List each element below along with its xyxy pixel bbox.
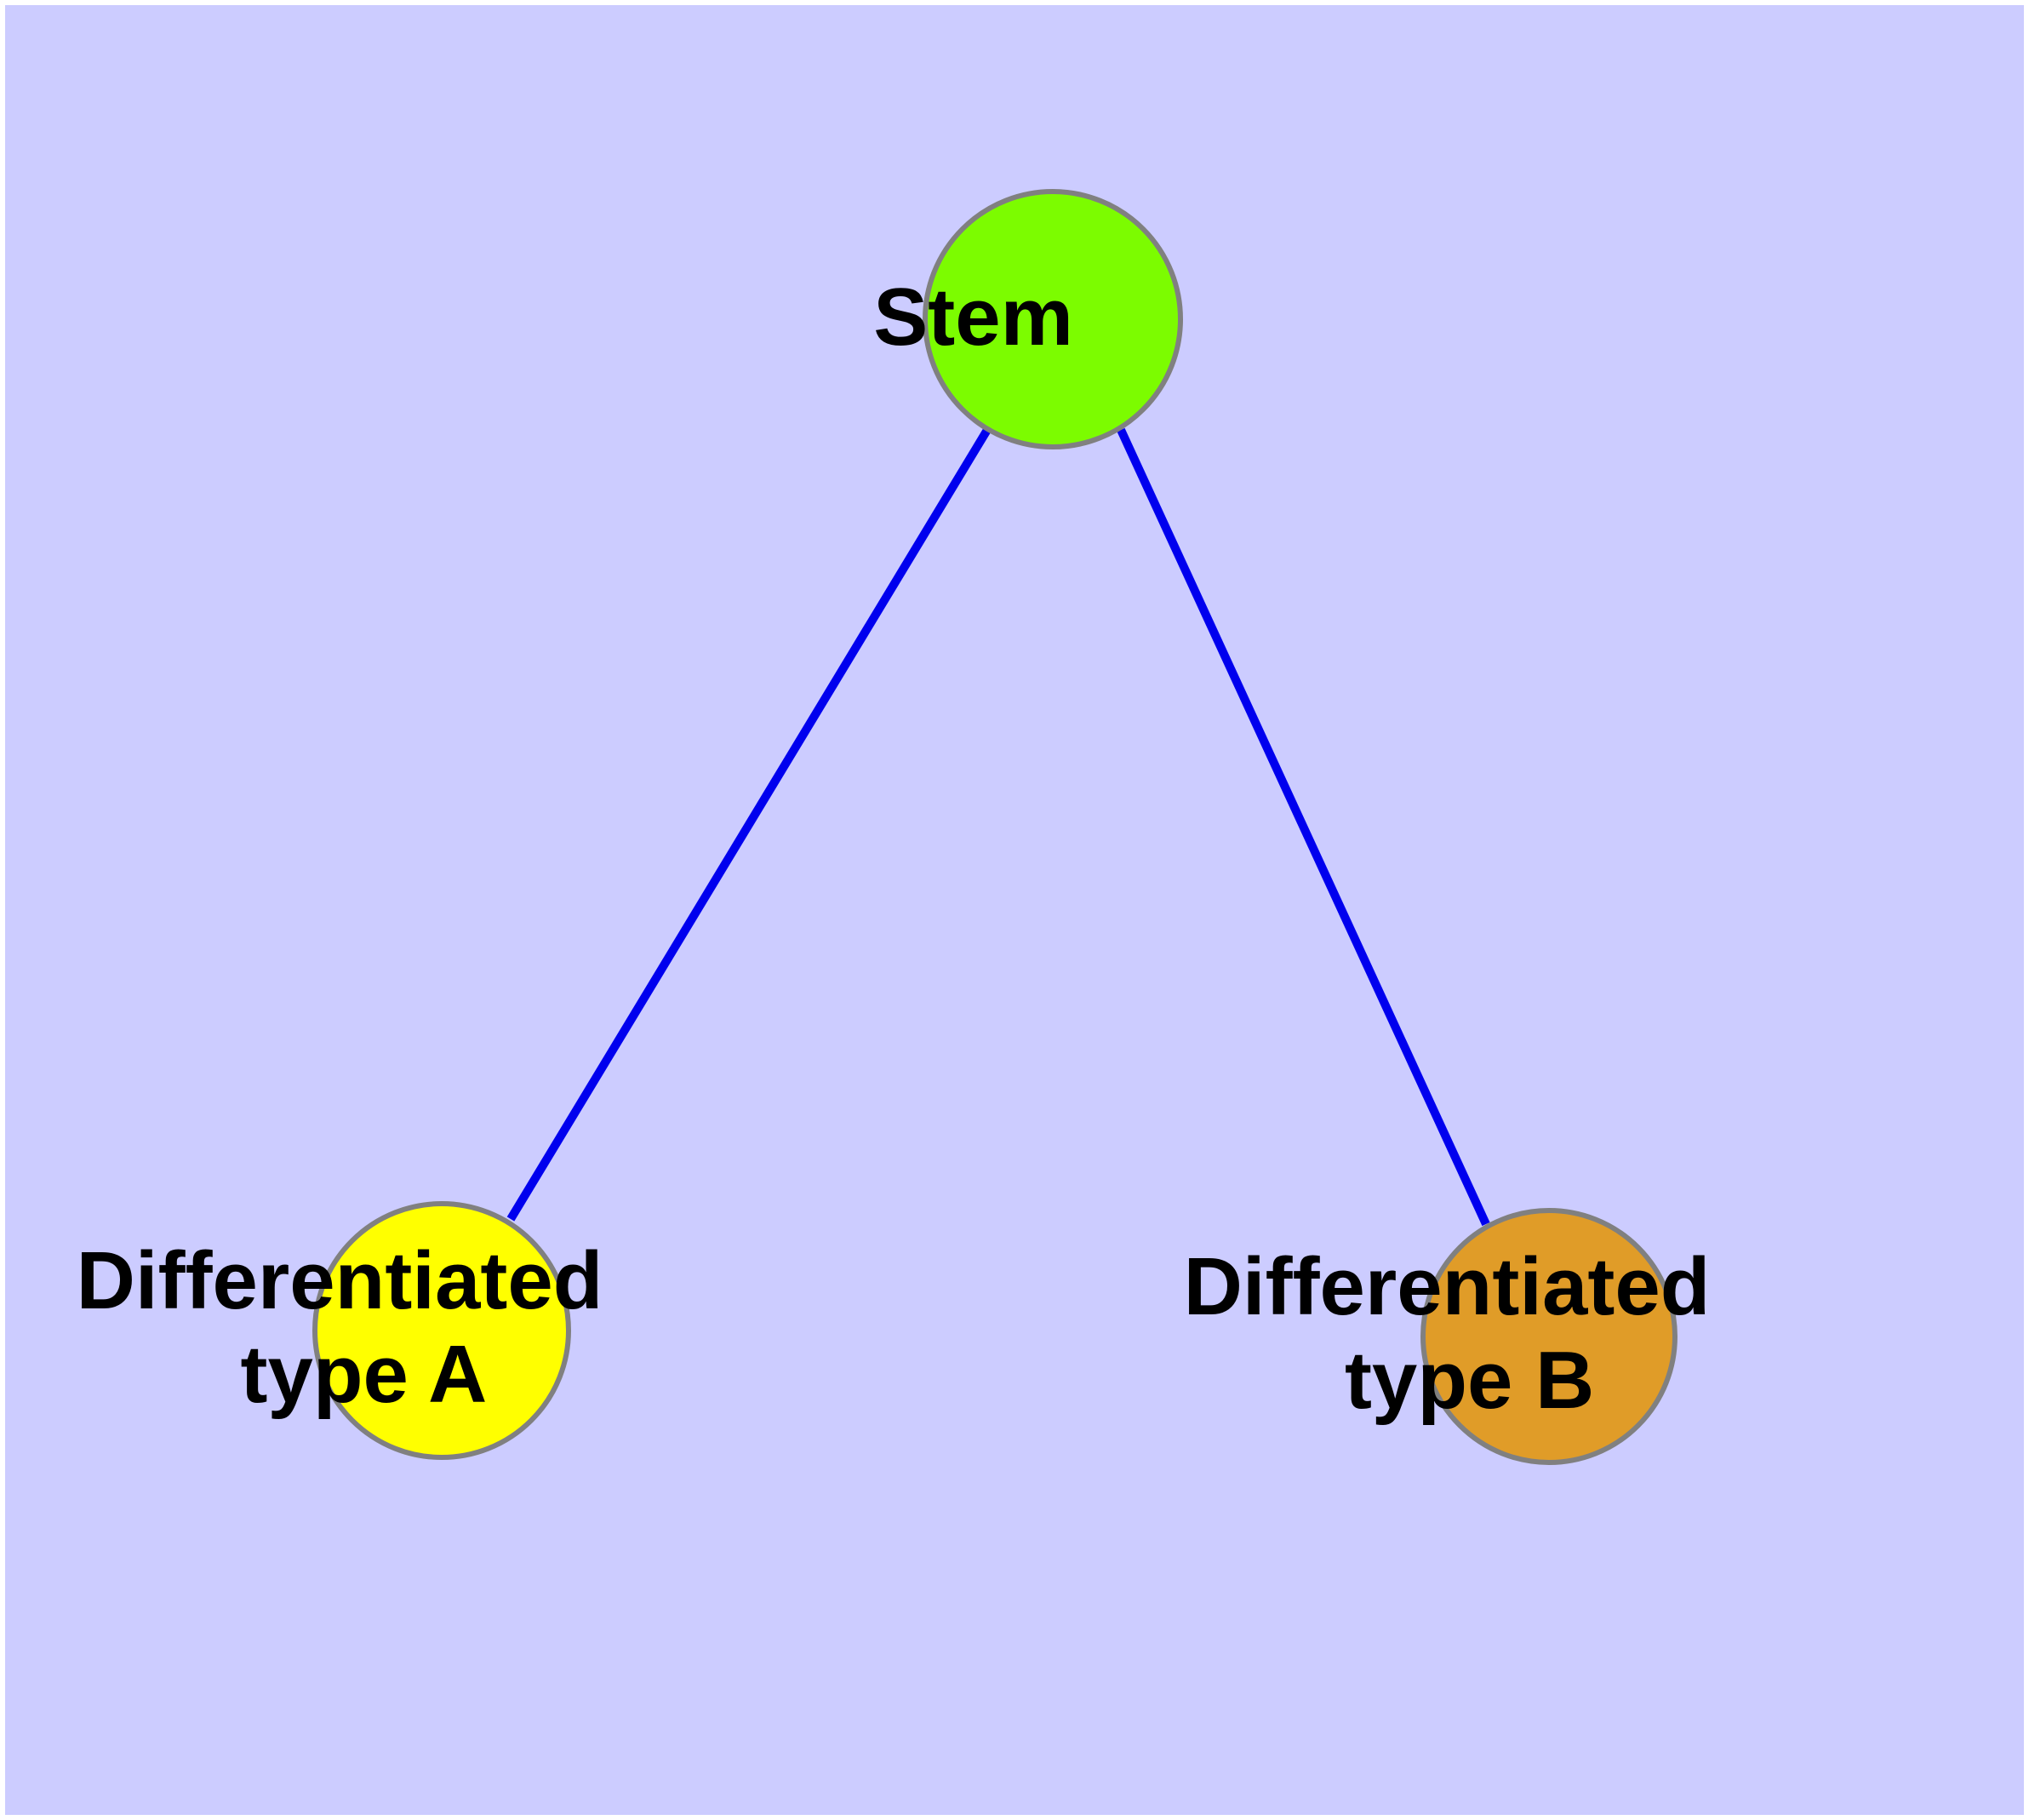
node-differentiated-type-b-circle[interactable] xyxy=(1420,1208,1677,1465)
node-differentiated-type-a[interactable] xyxy=(312,1201,571,1460)
node-differentiated-type-a-circle[interactable] xyxy=(312,1201,571,1460)
node-differentiated-type-a-label-line-1: Differentiated xyxy=(77,1235,603,1326)
node-stem-circle[interactable] xyxy=(923,189,1183,449)
edge-stem-to-differentiated-type-b[interactable] xyxy=(1117,427,1490,1227)
node-stem-label-line-1: Stem xyxy=(873,272,1073,363)
node-differentiated-type-b-label: Differentiated type B xyxy=(1184,1241,1915,1426)
edge-stem-to-differentiated-type-a[interactable] xyxy=(506,427,992,1222)
label-layer: Stem Differentiated type A Differentiate… xyxy=(77,272,1915,1426)
node-differentiated-type-b-label-line-2: type B xyxy=(1345,1335,1594,1426)
node-differentiated-type-a-label-line-2: type A xyxy=(241,1329,486,1420)
node-differentiated-type-a-label: Differentiated type A xyxy=(77,1235,808,1420)
node-stem[interactable] xyxy=(923,189,1183,449)
node-differentiated-type-b-label-line-1: Differentiated xyxy=(1184,1241,1711,1332)
node-differentiated-type-b[interactable] xyxy=(1420,1208,1677,1465)
edge-layer xyxy=(506,427,1490,1227)
node-stem-label: Stem xyxy=(873,272,1232,363)
node-layer xyxy=(312,189,1677,1465)
